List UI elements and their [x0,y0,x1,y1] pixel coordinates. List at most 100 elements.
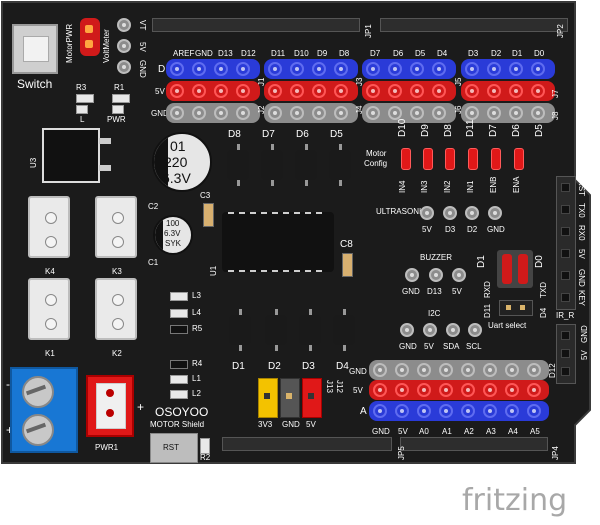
a-a1: A1 [442,427,452,436]
jp1-label: JP1 [364,24,373,38]
vt-label: VT [138,20,147,31]
motor-config-jumper-5[interactable] [491,148,501,170]
l2-component [170,390,188,399]
l3-component [170,292,188,301]
pin-dot [214,62,228,76]
analog-pin-dot [395,383,409,397]
pin-dot [366,84,380,98]
motor-config-jumper-3[interactable] [445,148,455,170]
k3-label: K3 [112,267,122,276]
uart-rxd: RXD [483,281,492,298]
i2c-pin [400,323,414,337]
pin-dot [192,106,206,120]
pin-dot [432,62,446,76]
gnd-jumper[interactable] [280,378,300,418]
a-a0: A0 [419,427,429,436]
a-a5: A5 [530,427,540,436]
pwr1-connector[interactable] [86,375,134,437]
pin-dot [531,62,545,76]
motor-config-jumper-4[interactable] [468,148,478,170]
d3-label: D3 [302,361,315,372]
analog-pin-dot [461,363,475,377]
analog-pin-dot [373,363,387,377]
mc-d11: D11 [465,119,476,137]
pin-d8: D8 [339,49,350,58]
i2c-scl: SCL [466,342,482,351]
pin-d11: D11 [271,49,286,58]
cap-small-line3: SYK [165,239,182,248]
power-terminal[interactable] [10,367,78,453]
l1-component [170,375,188,384]
motor-config-line2: Config [364,159,388,168]
pin-d9: D9 [317,49,328,58]
motor-config-jumper-1[interactable] [401,148,411,170]
c3-capacitor [203,203,214,227]
pin-gnd: GND [195,49,213,58]
diode-d4 [333,309,355,351]
bottom-row-5v: 5V [353,386,363,395]
j13-label: J13 [325,380,334,393]
cap-small-line1: 100 [166,219,180,228]
a-a2: A2 [464,427,474,436]
fritzing-logo: fritzing [462,483,568,518]
motor-config-jumper-2[interactable] [423,148,433,170]
uart-txd: TXD [539,282,548,298]
switch[interactable] [12,24,58,74]
row-label-d: D [158,64,166,75]
diode-d7 [261,144,283,186]
buzzer-gnd: GND [402,287,420,296]
cap-big-line2: 220 [164,154,188,170]
power-minus: - [6,377,10,391]
u3-regulator [42,128,111,183]
analog-pin-dot [483,383,497,397]
diode-d2 [265,309,287,351]
mc-d8: D8 [443,124,454,137]
rst-button[interactable]: RST [150,433,198,463]
r5-component [170,325,188,334]
bt-5v: 5V [577,249,586,259]
bt-gnd: GND [577,269,586,287]
analog-pin-dot [461,383,475,397]
analog-pin-dot [417,383,431,397]
j1-label: J1 [257,77,266,86]
analog-pin-dot [417,363,431,377]
motor-config-jumper-6[interactable] [514,148,524,170]
motorpwr-jumper[interactable] [80,18,100,56]
pin-dot [290,84,304,98]
ultra-5v: 5V [422,225,432,234]
in4-label: IN4 [398,180,407,193]
pin-dot [531,84,545,98]
k4-label: K4 [45,267,55,276]
pin-dot [509,62,523,76]
analog-pin-dot [395,363,409,377]
a-a4: A4 [508,427,518,436]
bottom-row-a: A [360,406,367,417]
in2-label: IN2 [443,180,452,193]
d7-label: D7 [262,129,275,140]
pin-dot [192,84,206,98]
analog-pin-dot [527,363,541,377]
led-pwr [112,105,124,114]
diode-d3 [299,309,321,351]
ultrasonic-pin [465,206,479,220]
ultra-gnd: GND [487,225,505,234]
analog-pin-dot [373,404,387,418]
pin-dot [334,84,348,98]
i2c-pin [446,323,460,337]
pin-dot [509,106,523,120]
bt-tx0: TX0 [577,203,586,218]
analog-pin-dot [395,404,409,418]
pin-dot [487,106,501,120]
i2c-gnd: GND [399,342,417,351]
j12-jumper[interactable] [302,378,322,418]
pin-dot [290,62,304,76]
ultrasonic-pin [420,206,434,220]
pin-d5: D5 [415,49,426,58]
j13-jumper[interactable] [258,378,278,418]
ena-label: ENA [512,176,521,193]
pin-d3: D3 [468,49,479,58]
analog-pin-dot [483,404,497,418]
j4-label: J4 [355,105,364,114]
diode-d6 [295,144,317,186]
uart-select-jumper[interactable] [497,250,533,288]
